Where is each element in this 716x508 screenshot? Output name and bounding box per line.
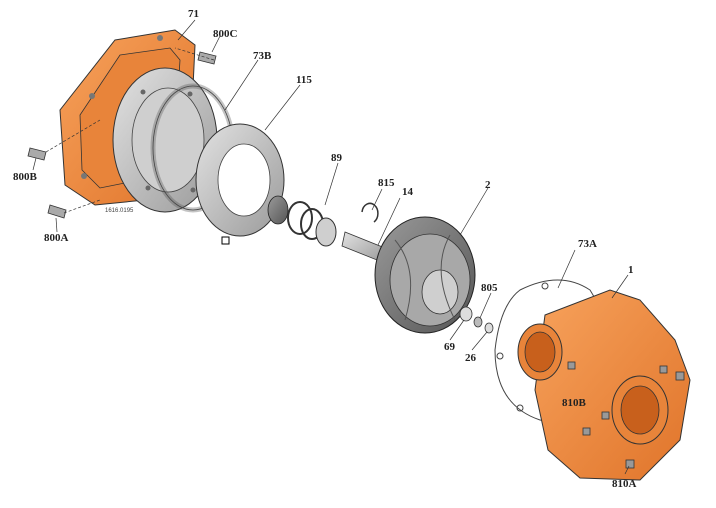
washer-69 [459,306,473,322]
fitting-26 [484,322,494,334]
bolt-800A [47,204,67,219]
bolt-800B [27,147,47,161]
retaining-ring-815 [361,202,379,223]
label-26: 26 [465,352,476,364]
label-800B: 800B [13,171,37,183]
label-73A: 73A [578,238,597,250]
label-800A: 800A [44,232,69,244]
drawing-number: 1616.0195 [105,208,134,214]
label-71: 71 [188,8,199,20]
label-69: 69 [444,341,455,353]
mechanical-seal-89 [267,195,337,247]
label-14: 14 [402,186,413,198]
label-810A: 810A [612,478,637,490]
label-115: 115 [296,74,312,86]
impeller-2 [374,216,476,334]
label-805: 805 [481,282,498,294]
seal-plate-115 [195,123,285,245]
label-810B: 810B [562,397,586,409]
label-89: 89 [331,152,342,164]
leader-lines [32,19,630,475]
casing-1 [517,289,691,481]
label-1: 1 [628,264,634,276]
label-2: 2 [485,179,491,191]
fitting-805 [473,316,483,328]
label-800C: 800C [213,28,238,40]
bolt-810A [625,459,635,469]
label-73B: 73B [253,50,272,62]
label-815: 815 [378,177,395,189]
